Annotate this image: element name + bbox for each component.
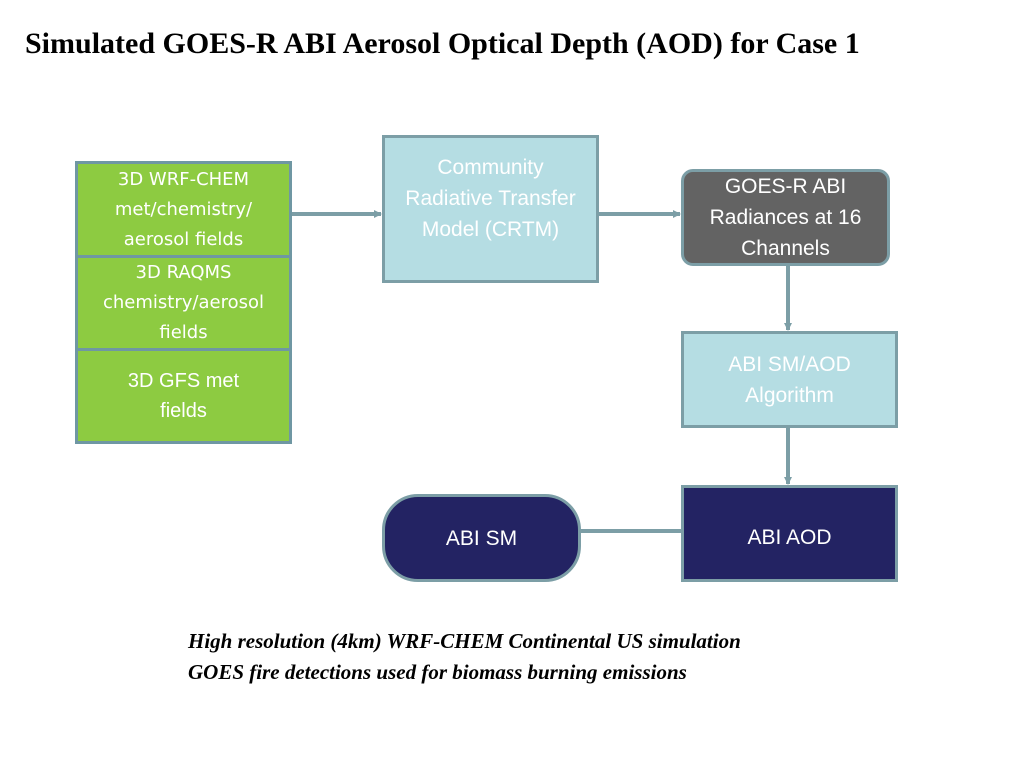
gfs-box: 3D GFS met fields bbox=[75, 348, 292, 444]
crtm-box: Community Radiative Transfer Model (CRTM… bbox=[382, 135, 599, 283]
abi-sm-label: ABI SM bbox=[445, 526, 518, 550]
wrf-chem-box: 3D WRF-CHEM met/chemistry/ aerosol field… bbox=[75, 161, 292, 258]
caption: High resolution (4km) WRF-CHEM Continent… bbox=[188, 626, 988, 688]
abi-aod-box: ABI AOD bbox=[681, 485, 898, 582]
raqms-label: 3D RAQMS chemistry/aerosol fields bbox=[103, 262, 264, 343]
algorithm-label: ABI SM/AOD Algorithm bbox=[728, 352, 851, 407]
crtm-label: Community Radiative Transfer Model (CRTM… bbox=[405, 156, 576, 241]
gfs-label: 3D GFS met fields bbox=[127, 370, 240, 422]
caption-line-1: High resolution (4km) WRF-CHEM Continent… bbox=[188, 629, 741, 653]
wrf-chem-label: 3D WRF-CHEM met/chemistry/ aerosol field… bbox=[114, 168, 253, 250]
raqms-box: 3D RAQMS chemistry/aerosol fields bbox=[75, 255, 292, 351]
algorithm-box: ABI SM/AOD Algorithm bbox=[681, 331, 898, 428]
abi-aod-label: ABI AOD bbox=[747, 526, 832, 549]
radiances-label: GOES-R ABI Radiances at 16 Channels bbox=[709, 175, 862, 260]
radiances-box: GOES-R ABI Radiances at 16 Channels bbox=[681, 169, 890, 266]
caption-line-2: GOES fire detections used for biomass bu… bbox=[188, 660, 687, 684]
page-title: Simulated GOES-R ABI Aerosol Optical Dep… bbox=[25, 27, 860, 60]
abi-sm-box: ABI SM bbox=[382, 494, 581, 582]
